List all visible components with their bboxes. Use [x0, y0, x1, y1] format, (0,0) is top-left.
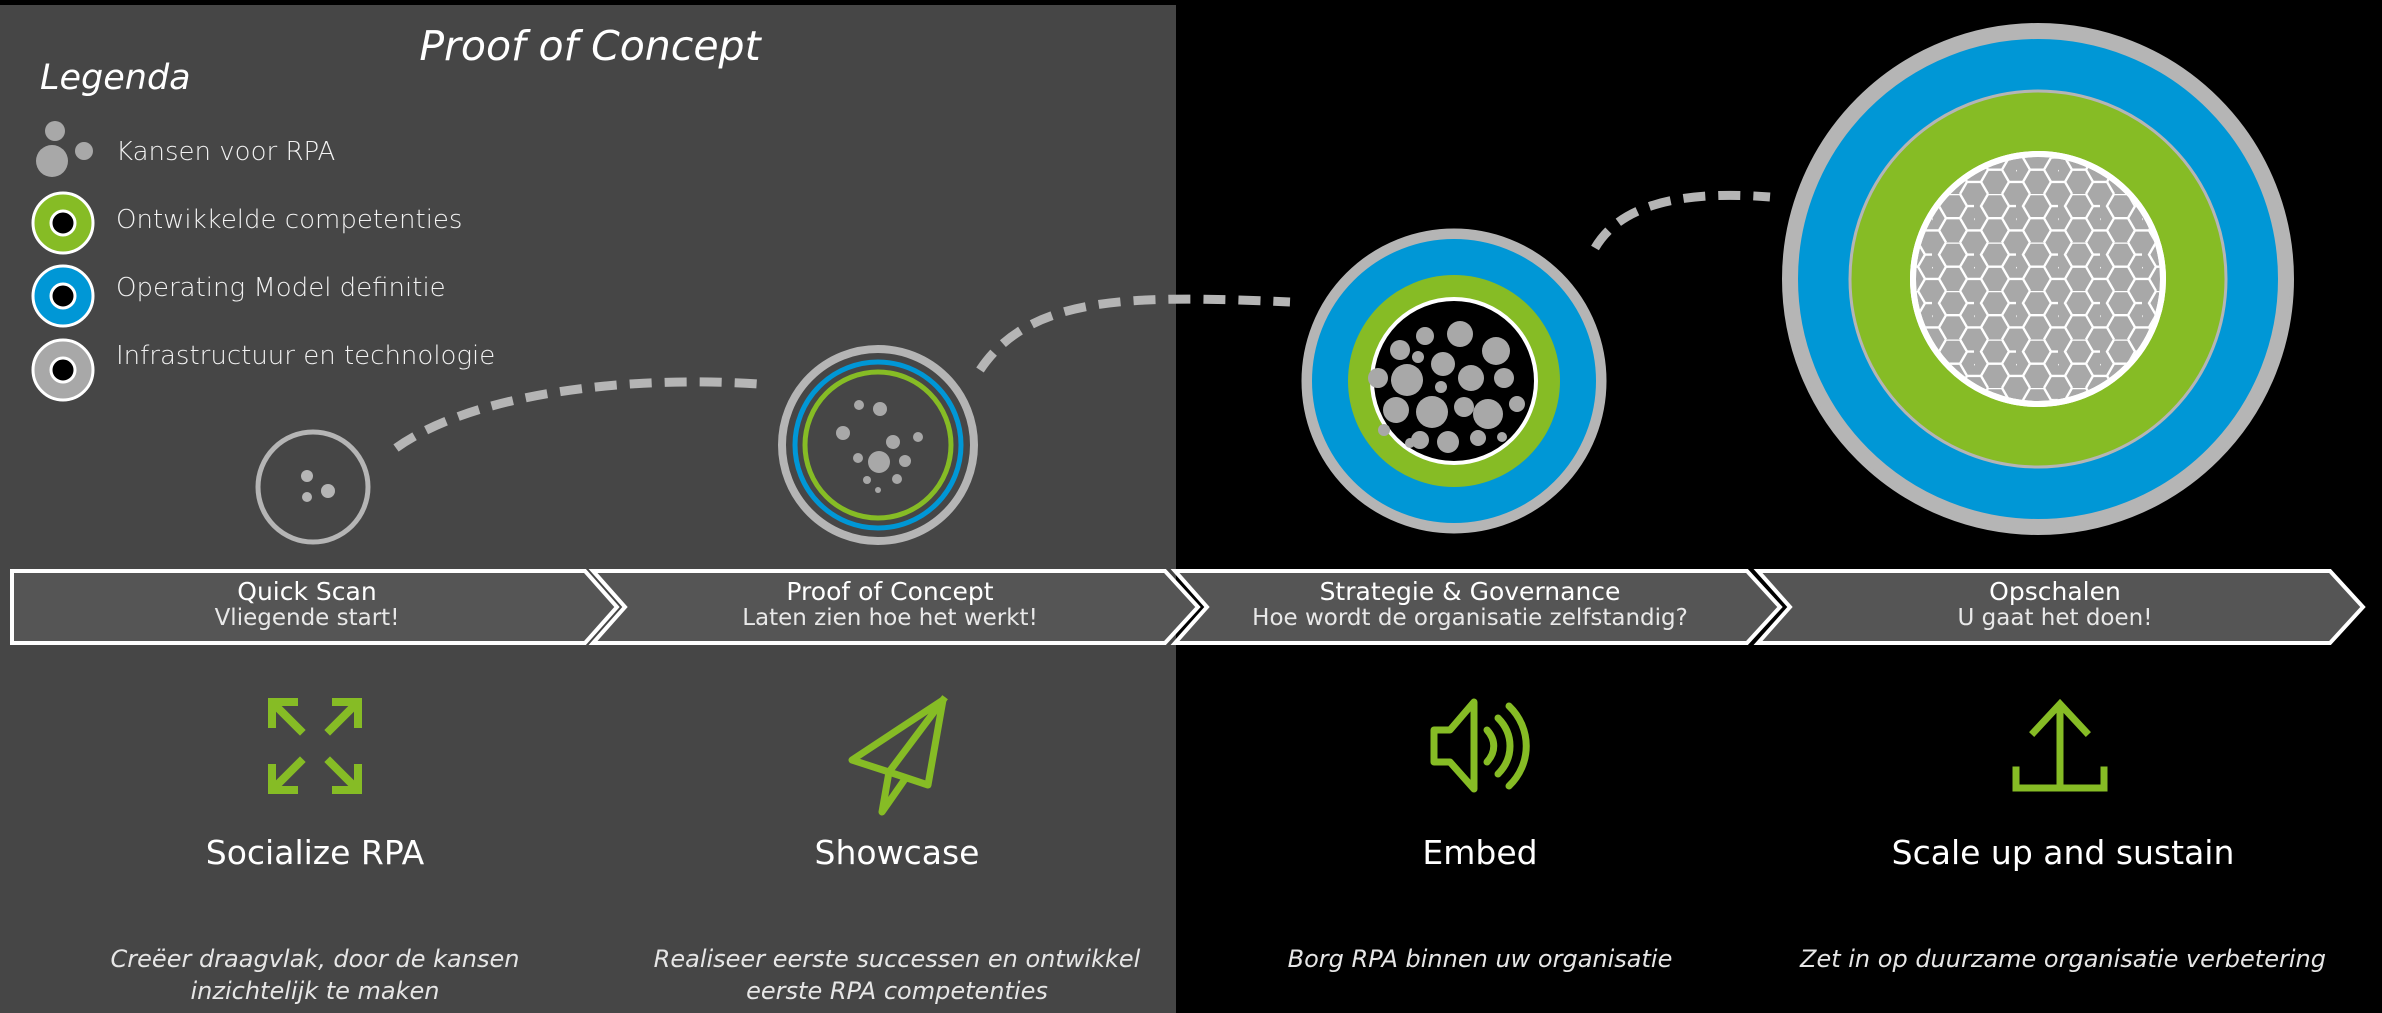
phase-description-4: Zet in op duurzame organisatie verbeteri… — [1800, 945, 2326, 973]
phase-title-1: Socialize RPA — [205, 833, 425, 872]
chevron-label-1: Quick Scan Vliegende start! — [12, 578, 602, 632]
blue-ring-icon — [31, 264, 95, 328]
chevron-title-1: Quick Scan — [237, 577, 377, 606]
phase-1-circle — [255, 429, 371, 545]
legend-title: Legenda — [40, 58, 191, 98]
chevron-subtitle-1: Vliegende start! — [214, 605, 400, 631]
phase-3-circle — [1301, 228, 1607, 534]
phase-chevrons — [10, 569, 2366, 645]
chevron-1 — [10, 569, 620, 645]
legend-icons — [31, 121, 95, 402]
phase-description-3: Borg RPA binnen uw organisatie — [1287, 945, 1673, 973]
page-title: Proof of Concept — [419, 22, 761, 70]
chevron-4 — [1753, 569, 2366, 645]
grey-ring-icon — [31, 338, 95, 402]
chevron-label-4: Opschalen U gaat het doen! — [1765, 578, 2345, 632]
chevron-label-3: Strategie & Governance Hoe wordt de orga… — [1180, 578, 1760, 632]
chevron-label-2: Proof of Concept Laten zien hoe het werk… — [600, 578, 1180, 632]
phase-4-circle — [1782, 23, 2294, 535]
chevron-2 — [588, 569, 1201, 645]
chevron-title-2: Proof of Concept — [786, 577, 994, 606]
chevron-3 — [1170, 569, 1783, 645]
legend-label-competencies: Ontwikkelde competenties — [116, 205, 463, 235]
phase-title-2: Showcase — [814, 833, 980, 872]
phase-title-3: Embed — [1422, 833, 1538, 872]
phase-description-1: Creëer draagvlak, door de kansen inzicht… — [110, 945, 520, 1005]
phase-2-circle — [778, 345, 978, 545]
paper-plane-icon — [848, 695, 948, 816]
chevron-title-3: Strategie & Governance — [1319, 577, 1621, 606]
chevron-subtitle-4: U gaat het doen! — [1957, 605, 2153, 631]
phase-title-4: Scale up and sustain — [1891, 833, 2235, 872]
dashed-connectors — [393, 190, 1771, 452]
connector-1 — [393, 377, 759, 452]
chevron-subtitle-2: Laten zien hoe het werkt! — [742, 605, 1038, 631]
green-ring-icon — [31, 191, 95, 255]
expand-arrows-icon — [268, 698, 362, 794]
connector-3 — [1591, 190, 1771, 251]
legend-label-opportunities: Kansen voor RPA — [116, 137, 336, 167]
upload-icon — [2012, 698, 2108, 792]
chevron-title-4: Opschalen — [1989, 577, 2121, 606]
legend-label-infrastructure: Infrastructuur en technologie — [116, 341, 496, 371]
bubbles-icon — [36, 121, 93, 177]
phase-description-2: Realiseer eerste successen en ontwikkel … — [653, 945, 1141, 1005]
speaker-icon — [1430, 698, 1530, 793]
chevron-subtitle-3: Hoe wordt de organisatie zelfstandig? — [1252, 605, 1688, 631]
legend-label-operating-model: Operating Model definitie — [116, 273, 446, 303]
poc-background-panel — [0, 5, 1176, 1013]
